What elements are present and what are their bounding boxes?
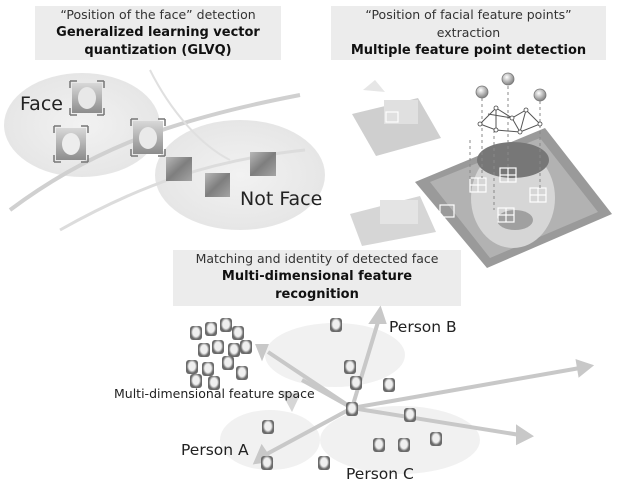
face-photo-icon — [208, 376, 220, 390]
matching-caption: Matching and identity of detected face M… — [173, 250, 461, 306]
face-photo-icon — [222, 356, 234, 370]
face-photo-icon — [190, 374, 202, 388]
texture-patch-icon — [250, 152, 276, 176]
face-photo-icon — [190, 326, 202, 340]
person-c-label: Person C — [346, 465, 414, 483]
face-photo-icon — [130, 118, 166, 157]
face-photo-icon — [373, 438, 385, 452]
face-photo-icon — [205, 322, 217, 336]
face-detection-title: “Position of the face” detection — [60, 7, 256, 22]
face-photo-icon — [69, 80, 105, 116]
feature-space-panel — [220, 305, 595, 474]
glvq-method-line2: quantization (GLVQ) — [84, 43, 232, 58]
matching-method-line2: recognition — [275, 287, 359, 302]
face-photo-icon — [212, 340, 224, 354]
not-face-label: Not Face — [240, 188, 323, 210]
feature-point-sphere-icon — [533, 88, 547, 102]
person-b-label: Person B — [389, 318, 457, 336]
face-photo-icon — [350, 376, 362, 390]
face-photo-icon — [344, 360, 356, 374]
feature-points-method: Multiple feature point detection — [350, 43, 587, 58]
feature-point-sphere-icon — [501, 72, 515, 86]
face-photo-icon — [330, 318, 342, 332]
feature-grid-icon — [385, 111, 547, 223]
texture-patch-icon — [166, 157, 192, 181]
texture-patch-icon — [205, 173, 230, 197]
matching-method-line1: Multi-dimensional feature — [221, 269, 413, 284]
face-photo-icon — [398, 438, 410, 452]
face-photo-icon — [430, 432, 442, 446]
face-photo-icon — [404, 408, 416, 422]
face-label: Face — [20, 93, 63, 115]
face-photo-icon — [236, 366, 248, 380]
face-photo-icon — [53, 125, 89, 163]
face-photo-icon — [198, 343, 210, 357]
face-photo-icon — [186, 360, 198, 374]
matching-title: Matching and identity of detected face — [195, 251, 439, 266]
feature-points-title-line2: extraction — [436, 25, 501, 40]
face-photo-icon — [383, 378, 395, 392]
face-photo-icon — [240, 340, 252, 354]
face-photo-icon — [261, 456, 273, 470]
face-photo-icon — [220, 318, 232, 332]
glvq-method-line1: Generalized learning vector — [56, 25, 260, 40]
face-detection-panel — [4, 69, 325, 232]
feature-space-label: Multi-dimensional feature space — [114, 386, 315, 401]
feature-points-caption: “Position of facial feature points” extr… — [331, 6, 606, 60]
face-photo-icon — [346, 402, 358, 416]
face-photo-icon — [262, 420, 274, 434]
feature-points-panel — [350, 72, 612, 268]
feature-point-sphere-icon — [475, 85, 489, 99]
face-detection-caption: “Position of the face” detection General… — [35, 6, 281, 60]
face-photo-icon — [232, 326, 244, 340]
face-photo-icon — [202, 362, 214, 376]
face-photo-icon — [228, 343, 240, 357]
person-a-label: Person A — [181, 441, 249, 459]
face-photo-icon — [318, 456, 330, 470]
feature-points-title-line1: “Position of facial feature points” — [365, 7, 572, 22]
